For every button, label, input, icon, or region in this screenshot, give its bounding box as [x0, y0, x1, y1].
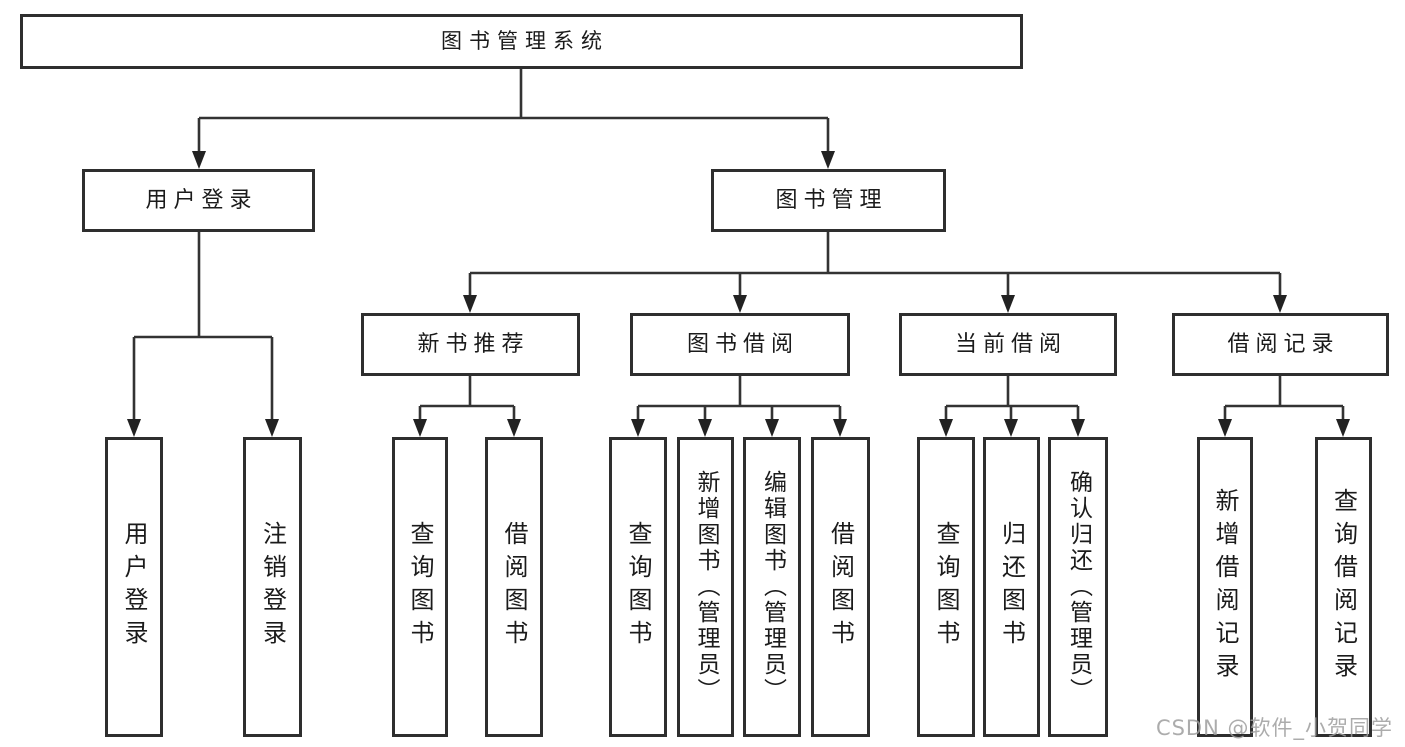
node-new-book-recommend: 新书推荐 — [361, 313, 580, 376]
leaf-query-book-current: 查询图书 — [917, 437, 975, 737]
node-label: 归还图书 — [997, 521, 1026, 653]
leaf-borrow-book-recommend: 借阅图书 — [485, 437, 543, 737]
leaf-query-book-recommend: 查询图书 — [392, 437, 448, 737]
leaf-edit-book-admin: 编辑图书（管理员） — [743, 437, 801, 737]
node-user-login: 用户登录 — [82, 169, 315, 232]
node-book-management: 图书管理 — [711, 169, 946, 232]
node-label: 用户登录 — [120, 521, 148, 653]
node-label: 图书管理 — [775, 187, 888, 213]
leaf-query-borrow-record: 查询借阅记录 — [1315, 437, 1372, 737]
node-label: 注销登录 — [258, 521, 287, 653]
csdn-watermark: CSDN @软件_小贺同学 — [1155, 716, 1393, 740]
node-label: 图书管理系统 — [441, 29, 609, 53]
node-label: 新增图书（管理员） — [693, 470, 719, 704]
leaf-return-book: 归还图书 — [983, 437, 1040, 737]
node-label: 查询图书 — [624, 521, 652, 653]
node-label: 当前借阅 — [954, 331, 1067, 357]
leaf-borrow-book: 借阅图书 — [811, 437, 870, 737]
node-label: 新书推荐 — [417, 331, 530, 357]
node-label: 借阅记录 — [1227, 331, 1340, 357]
node-borrowing-records: 借阅记录 — [1172, 313, 1389, 376]
node-label: 借阅图书 — [500, 521, 528, 653]
node-label: 确认归还（管理员） — [1065, 470, 1092, 704]
node-label: 查询借阅记录 — [1329, 488, 1358, 686]
node-label: 图书借阅 — [686, 331, 799, 357]
node-label: 新增借阅记录 — [1211, 488, 1239, 686]
leaf-user-login: 用户登录 — [105, 437, 163, 737]
node-book-management-system: 图书管理系统 — [20, 14, 1023, 69]
leaf-query-book-borrowing: 查询图书 — [609, 437, 667, 737]
node-label: 查询图书 — [406, 521, 434, 653]
node-book-borrowing: 图书借阅 — [630, 313, 850, 376]
node-current-borrowing: 当前借阅 — [899, 313, 1117, 376]
node-label: 查询图书 — [932, 521, 960, 653]
node-label: 借阅图书 — [826, 521, 855, 653]
node-label: 用户登录 — [145, 187, 258, 213]
leaf-add-borrow-record: 新增借阅记录 — [1197, 437, 1253, 737]
leaf-logout-login: 注销登录 — [243, 437, 302, 737]
node-label: 编辑图书（管理员） — [759, 470, 786, 704]
leaf-confirm-return-admin: 确认归还（管理员） — [1048, 437, 1108, 737]
leaf-add-book-admin: 新增图书（管理员） — [677, 437, 734, 737]
